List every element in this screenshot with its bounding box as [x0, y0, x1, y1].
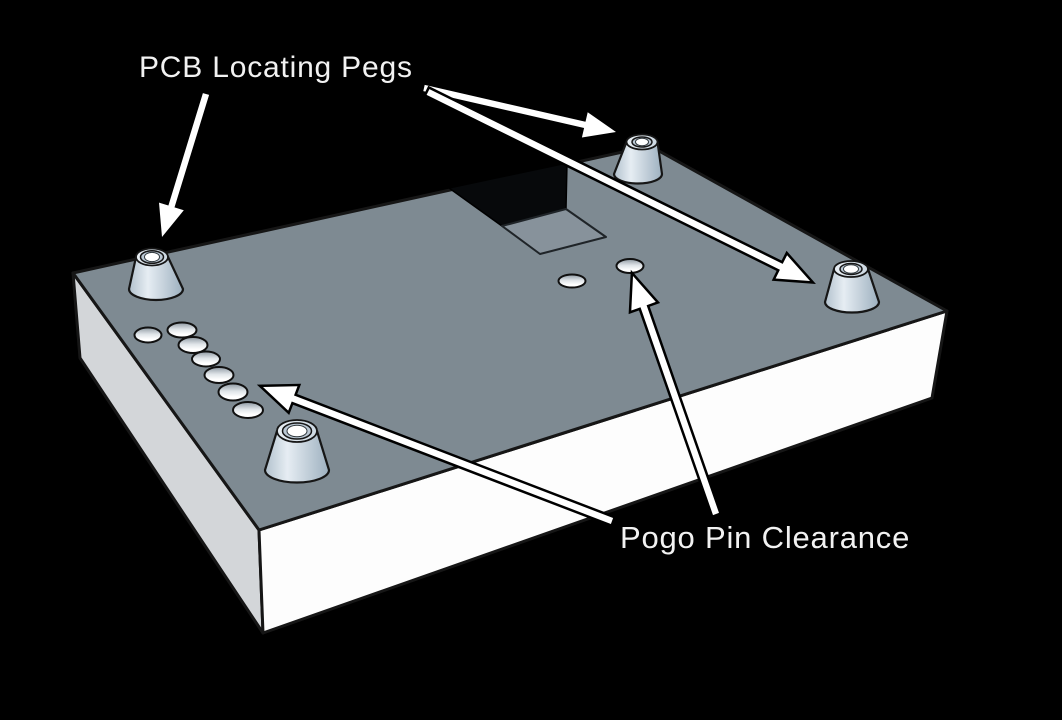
- peg-center-hole: [286, 424, 308, 438]
- pogo-pin-hole: [232, 401, 264, 419]
- pogo-pin-holes: [133, 258, 645, 419]
- locating-peg-front: [263, 419, 331, 484]
- peg-cone-body: [263, 429, 331, 484]
- pogo-pin-clearance-label: Pogo Pin Clearance: [620, 520, 911, 555]
- pogo-pin-clearance-hole: [557, 273, 587, 289]
- pogo-pin-hole: [217, 382, 249, 402]
- pcb-locating-pegs-label: PCB Locating Pegs: [139, 51, 413, 84]
- pogo-pin-clearance-hole: [615, 258, 645, 274]
- pcb-pocket: [447, 162, 607, 255]
- pogo-pin-hole: [177, 336, 209, 354]
- arrow-to-clearance-hole: [628, 269, 723, 519]
- pocket-floor: [501, 208, 607, 255]
- arrow-to-left-peg: [156, 90, 213, 244]
- locating-peg-right: [823, 260, 881, 314]
- peg-center-hole: [144, 251, 160, 263]
- locating-peg-back: [612, 133, 664, 185]
- arrow-to-pin-row: [256, 383, 617, 528]
- locating-peg-left: [127, 247, 185, 302]
- pogo-pin-hole: [166, 321, 198, 339]
- locating-pegs: [127, 133, 881, 484]
- peg-center-hole: [635, 137, 649, 147]
- peg-cone-body: [127, 255, 185, 302]
- peg-center-hole: [843, 264, 859, 274]
- peg-cone-body: [612, 140, 664, 185]
- arrow-to-back-peg: [420, 81, 623, 141]
- pogo-pin-hole: [203, 366, 235, 384]
- pogo-pin-hole: [191, 350, 221, 368]
- pogo-pin-hole: [133, 326, 163, 344]
- callout-arrows: [156, 81, 816, 528]
- peg-cone-body: [823, 267, 881, 314]
- arrow-to-right-peg: [423, 85, 816, 284]
